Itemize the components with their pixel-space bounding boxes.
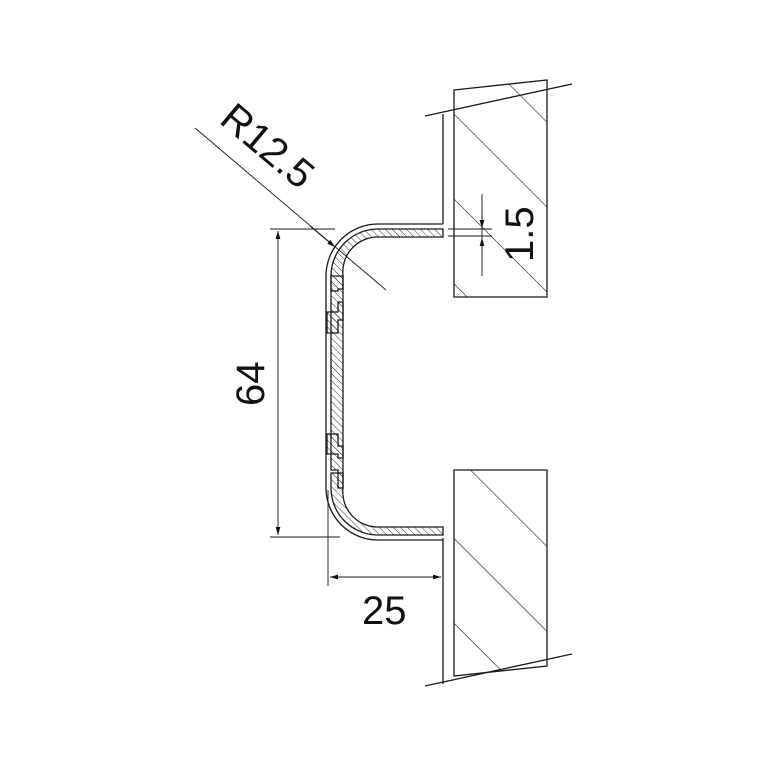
wall-block-lower	[453, 469, 548, 677]
profile-body	[330, 228, 444, 292]
height-label: 64	[229, 362, 273, 407]
profile-outer-outline	[325, 223, 443, 541]
radius-label: R12.5	[212, 95, 322, 197]
clip-upper	[326, 301, 344, 334]
radius-arrow	[309, 225, 336, 248]
thickness-label: 1.5	[498, 206, 542, 262]
depth-label: 25	[362, 589, 407, 633]
dimension-lines	[194, 127, 492, 586]
wall-section	[424, 79, 573, 687]
radius-leader	[194, 127, 387, 291]
wall-block-upper	[453, 79, 548, 298]
profile-body-lower	[330, 472, 444, 536]
handle-profile	[325, 223, 444, 541]
clip-lower	[326, 433, 344, 459]
